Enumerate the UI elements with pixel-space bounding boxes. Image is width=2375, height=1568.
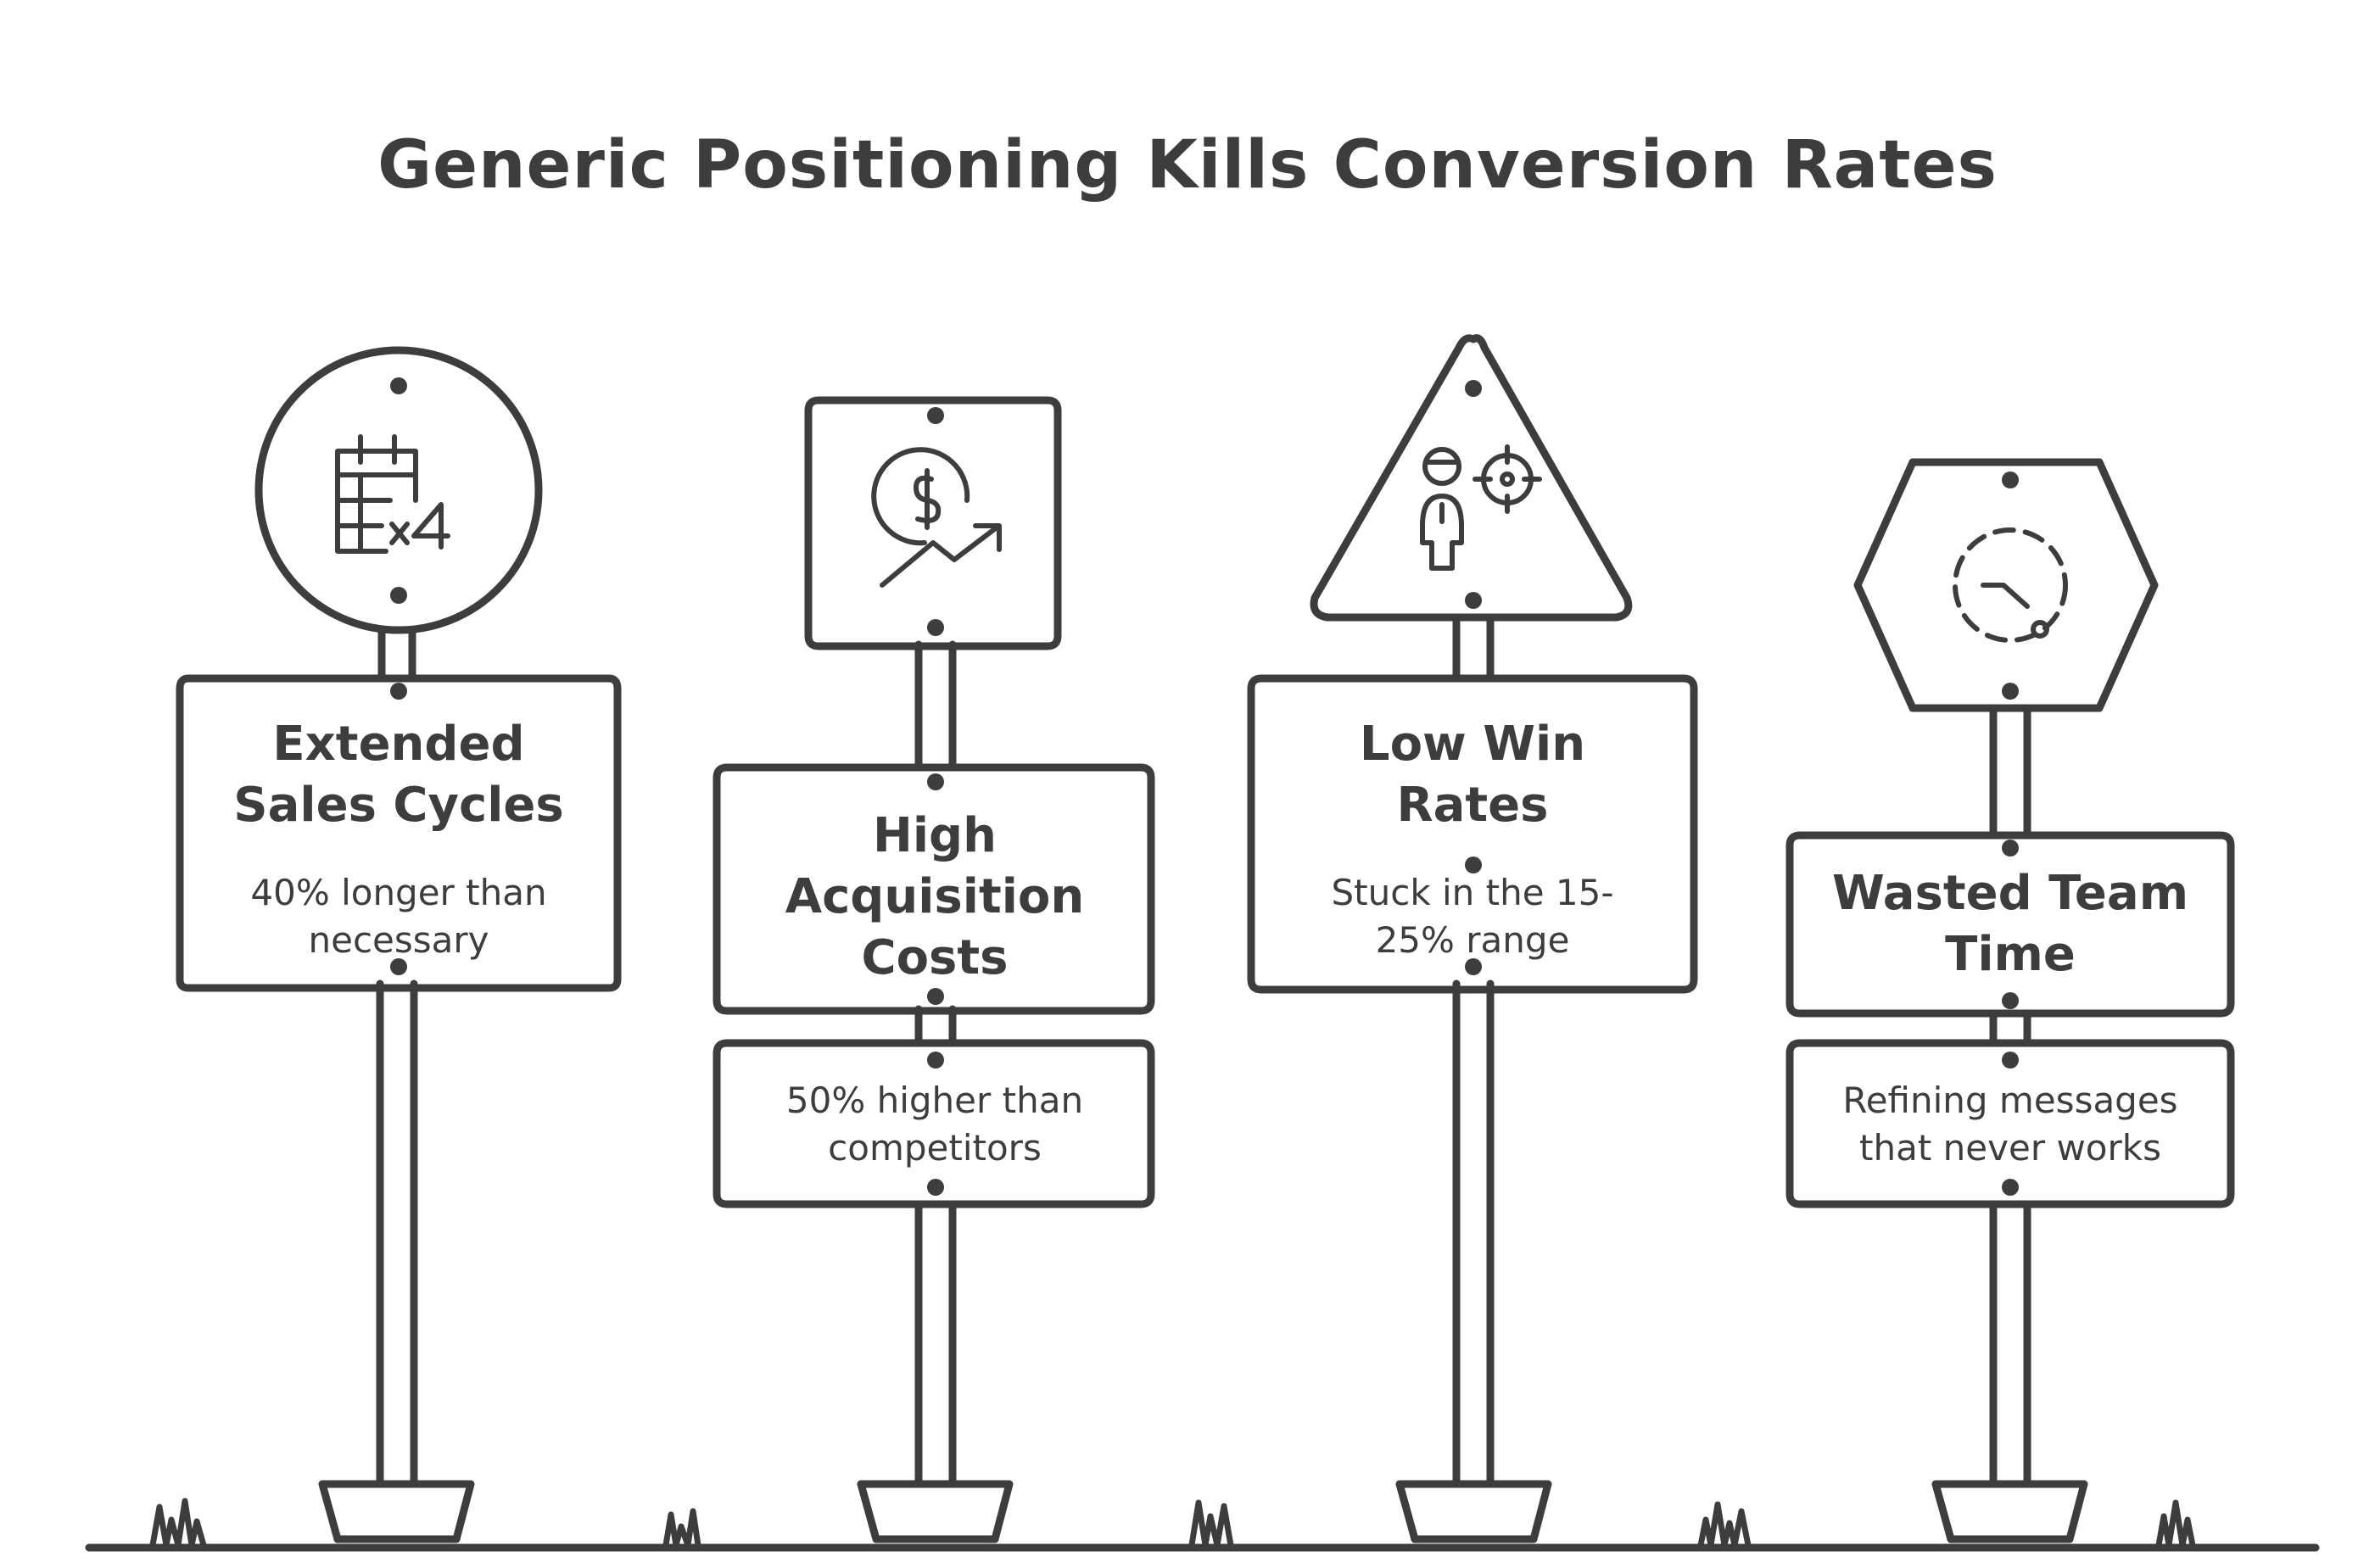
sign-1-circle xyxy=(254,346,543,634)
page-title: Generic Positioning Kills Conversion Rat… xyxy=(377,127,1998,204)
sign-4-bolts xyxy=(2002,472,2019,1196)
sign-2-detail: 50% higher than competitors xyxy=(727,1077,1143,1172)
sign-3-triangle xyxy=(1310,334,1633,622)
sign-1-board xyxy=(176,674,622,992)
sign-3-detail: Stuck in the 15- 25% range xyxy=(1261,869,1684,964)
sign-4-detail: Refining messages that never works xyxy=(1800,1077,2221,1172)
sign-3-detail-line-1: Stuck in the 15- xyxy=(1331,872,1614,913)
sign-1-detail-line-1: 40% longer than xyxy=(250,872,547,913)
clock-icon xyxy=(1953,527,2068,643)
sign-1-post xyxy=(318,628,475,1543)
sign-3-heading-line-1: Low Win xyxy=(1359,717,1586,772)
sign-4-heading: Wasted Team Time xyxy=(1800,863,2221,985)
sign-1-heading-line-2: Sales Cycles xyxy=(233,778,564,833)
sign-1-detail-line-2: necessary xyxy=(308,919,489,961)
person-target-icon xyxy=(1420,444,1542,571)
sign-3-detail-line-2: 25% range xyxy=(1375,919,1570,961)
sign-2-heading-line-1: High xyxy=(872,808,997,863)
sign-2-heading-line-3: Costs xyxy=(861,930,1009,985)
sign-1-detail: 40% longer than necessary xyxy=(188,869,609,964)
sign-2-detail-line-2: competitors xyxy=(828,1127,1042,1169)
sign-4-detail-line-1: Refining messages xyxy=(1842,1080,2178,1121)
sign-2-heading: High Acquisition Costs xyxy=(727,806,1143,989)
sign-4-heading-line-2: Time xyxy=(1945,927,2076,982)
sign-3-bolts xyxy=(1465,380,1482,975)
sign-1-heading: Extended Sales Cycles xyxy=(188,714,609,836)
sign-1-bolts xyxy=(390,377,407,975)
sign-3-heading-line-2: Rates xyxy=(1396,778,1549,833)
sign-3-heading: Low Win Rates xyxy=(1261,714,1684,836)
sign-2-heading-line-2: Acquisition xyxy=(785,869,1085,924)
sign-4-sub-board xyxy=(1785,1039,2235,1208)
sign-3-board xyxy=(1247,674,1698,994)
sign-1-heading-line-1: Extended xyxy=(272,717,525,772)
sign-4-board xyxy=(1785,831,2235,1018)
sign-4-detail-line-2: that never works xyxy=(1859,1127,2161,1169)
sign-2-post xyxy=(857,640,1014,1543)
sign-4-post xyxy=(1931,704,2088,1543)
sign-4-heading-line-1: Wasted Team xyxy=(1831,866,2189,921)
sign-2-detail-line-1: 50% higher than xyxy=(785,1080,1084,1121)
sign-2-sub-board xyxy=(712,1039,1155,1208)
dollar-growth-icon xyxy=(871,447,1002,588)
sign-3-post xyxy=(1395,615,1552,1543)
sign-4-hexagon xyxy=(1853,458,2159,712)
sign-2-bolts xyxy=(927,407,944,1196)
sign-2-board xyxy=(712,763,1155,1015)
grass-tufts xyxy=(149,1498,2196,1548)
calendar-x4-icon xyxy=(335,434,450,554)
sign-2-square xyxy=(804,396,1062,650)
